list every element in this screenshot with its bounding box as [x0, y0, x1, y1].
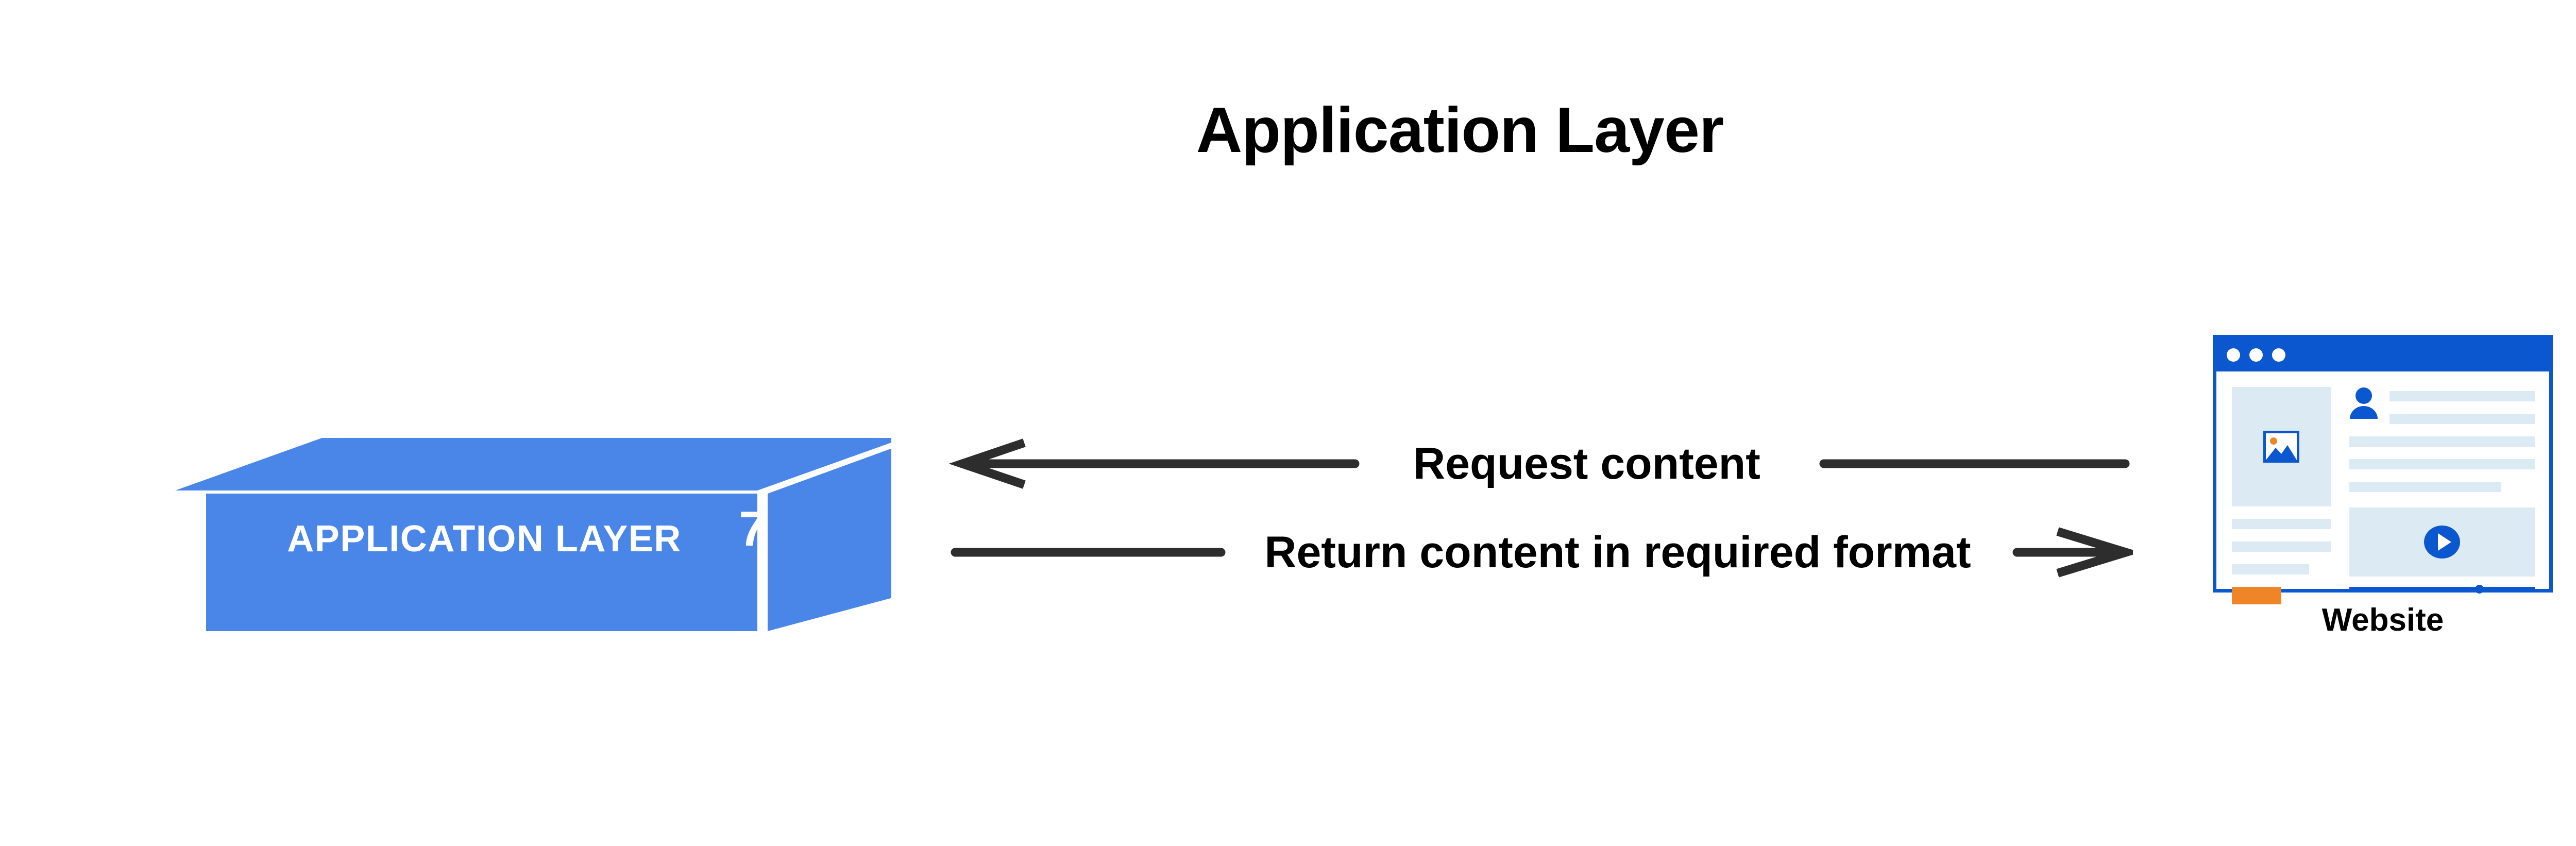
flow-request-content: Request content [948, 433, 2133, 495]
content-column-left [2232, 387, 2331, 604]
skeleton-line [2349, 482, 2502, 492]
request-arrow-graphic [948, 438, 2130, 489]
page-title: Application Layer [1196, 95, 1724, 166]
video-progress-track[interactable] [2349, 587, 2535, 590]
content-column-right [2349, 387, 2535, 594]
skeleton-line [2349, 459, 2535, 469]
browser-dot-maximize-icon [2272, 348, 2285, 362]
flow-return-content: Return content in required format [948, 521, 2141, 583]
skeleton-line [2232, 519, 2331, 529]
skeleton-line [2232, 564, 2309, 574]
skeleton-line [2232, 542, 2331, 552]
browser-content [2216, 371, 2549, 604]
layer-box-shape [175, 438, 891, 631]
layer-box-front-face [206, 494, 757, 631]
flow-return-label: Return content in required format [1264, 528, 1971, 577]
browser-dot-close-icon [2227, 348, 2240, 362]
flow-request-label: Request content [1413, 439, 1760, 488]
avatar-row [2349, 387, 2535, 424]
browser-dot-minimize-icon [2249, 348, 2263, 362]
cta-button[interactable] [2232, 587, 2281, 604]
return-arrow-graphic [951, 527, 2141, 578]
avatar-text-lines [2389, 387, 2535, 424]
video-placeholder-panel [2349, 507, 2535, 577]
layer-box-top-face [175, 438, 891, 490]
layer-box-right-face [768, 448, 891, 631]
website-illustration: Website [2213, 335, 2553, 654]
arrowhead-right-icon [2056, 527, 2141, 578]
image-placeholder-panel [2232, 387, 2331, 506]
person-icon [2350, 387, 2378, 419]
browser-titlebar [2216, 339, 2549, 371]
application-layer-box: APPLICATION LAYER 7 [170, 433, 891, 639]
image-icon [2263, 431, 2299, 463]
browser-window [2213, 335, 2553, 604]
skeleton-line [2349, 436, 2535, 447]
skeleton-line [2389, 414, 2535, 424]
website-caption: Website [2321, 602, 2444, 638]
skeleton-line [2389, 391, 2535, 401]
layer-box-number: 7 [739, 501, 767, 556]
video-progress-slider[interactable] [2349, 585, 2535, 594]
play-icon[interactable] [2424, 523, 2461, 561]
video-progress-handle[interactable] [2475, 585, 2484, 594]
layer-box-label: APPLICATION LAYER [287, 518, 682, 560]
